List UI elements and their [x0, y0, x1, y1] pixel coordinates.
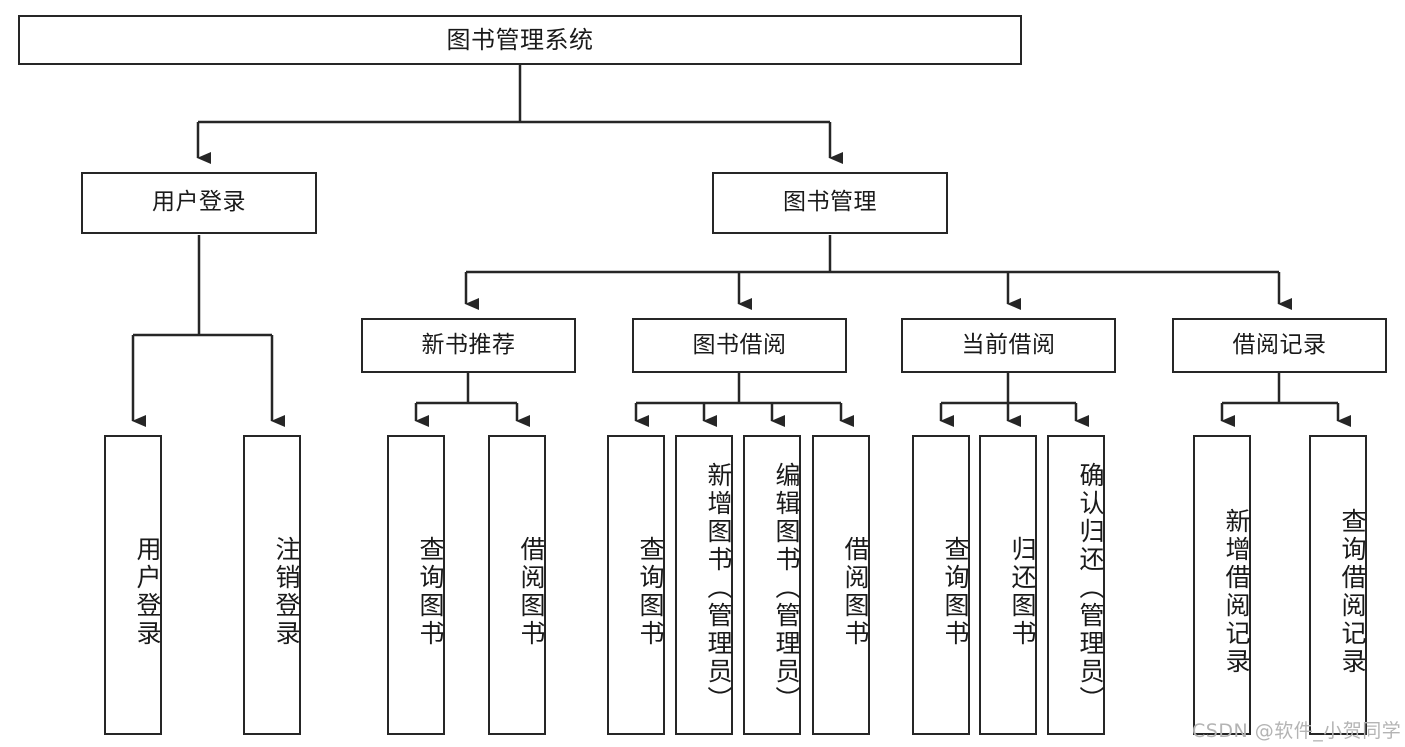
- node-book-borrow[interactable]: 图书借阅: [632, 318, 847, 373]
- leaf-add-borrow-record[interactable]: 新增借阅记录: [1193, 435, 1251, 735]
- node-book-management[interactable]: 图书管理: [712, 172, 948, 234]
- node-root-system[interactable]: 图书管理系统: [18, 15, 1022, 65]
- leaf-logout[interactable]: 注销登录: [243, 435, 301, 735]
- csdn-watermark: CSDN @软件_小贺同学: [1192, 720, 1402, 742]
- leaf-confirm-return-admin[interactable]: 确认归还（管理员）: [1047, 435, 1105, 735]
- leaf-borrow-books-borrow[interactable]: 借阅图书: [812, 435, 870, 735]
- node-current-borrow[interactable]: 当前借阅: [901, 318, 1116, 373]
- leaf-query-books-recommend[interactable]: 查询图书: [387, 435, 445, 735]
- leaf-query-books-current[interactable]: 查询图书: [912, 435, 970, 735]
- leaf-user-login[interactable]: 用户登录: [104, 435, 162, 735]
- leaf-add-book-admin[interactable]: 新增图书（管理员）: [675, 435, 733, 735]
- leaf-query-books-borrow[interactable]: 查询图书: [607, 435, 665, 735]
- leaf-borrow-books-recommend[interactable]: 借阅图书: [488, 435, 546, 735]
- leaf-edit-book-admin[interactable]: 编辑图书（管理员）: [743, 435, 801, 735]
- node-new-book-recommend[interactable]: 新书推荐: [361, 318, 576, 373]
- node-borrow-records[interactable]: 借阅记录: [1172, 318, 1387, 373]
- leaf-query-borrow-record[interactable]: 查询借阅记录: [1309, 435, 1367, 735]
- leaf-return-books[interactable]: 归还图书: [979, 435, 1037, 735]
- node-user-login[interactable]: 用户登录: [81, 172, 317, 234]
